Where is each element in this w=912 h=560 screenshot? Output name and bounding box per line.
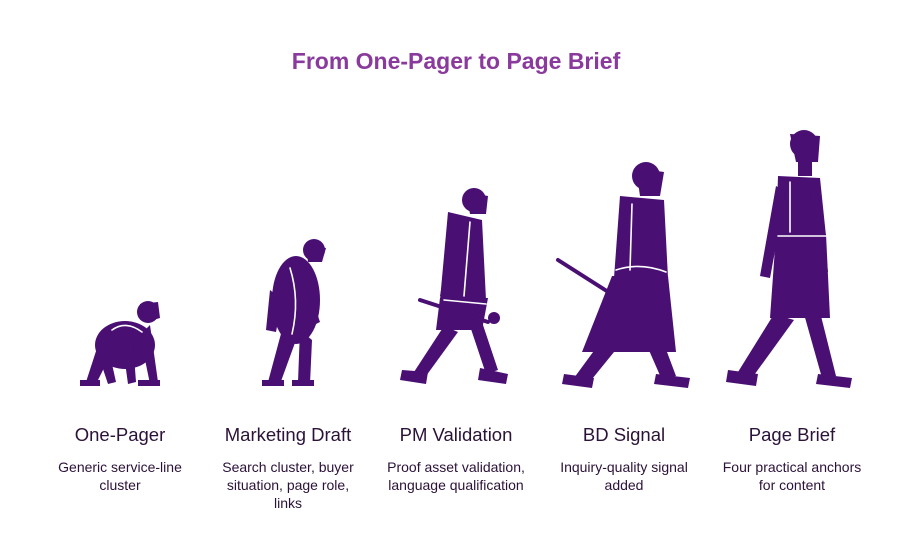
stage-pm-validation: PM Validation Proof asset validation, la… [376, 424, 536, 494]
stage-description: Search cluster, buyer situation, page ro… [222, 459, 354, 511]
stage-title: PM Validation [399, 424, 513, 445]
stage-title: Page Brief [748, 424, 836, 445]
stage-description: Proof asset validation, language qualifi… [387, 459, 525, 493]
stage-description: Four practical anchors for content [722, 459, 862, 493]
caveman-with-spear-icon [556, 162, 690, 388]
stage-title: One-Pager [74, 424, 166, 445]
stage-one-pager: One-Pager Generic service-line cluster [40, 424, 200, 494]
stage-description: Generic service-line cluster [58, 459, 182, 493]
stage-title: Marketing Draft [224, 424, 352, 445]
ape-figure-icon [80, 301, 160, 386]
diagram-title: From One-Pager to Page Brief [291, 48, 621, 74]
chimp-figure-icon [262, 239, 326, 386]
evolution-figures [80, 130, 852, 388]
stage-page-brief: Page Brief Four practical anchors for co… [712, 424, 872, 494]
modern-human-figure-icon [726, 130, 852, 388]
stage-description: Inquiry-quality signal added [560, 459, 688, 493]
early-human-figure-icon [400, 188, 508, 384]
stage-title: BD Signal [582, 424, 666, 445]
stage-bd-signal: BD Signal Inquiry-quality signal added [544, 424, 704, 494]
stage-marketing-draft: Marketing Draft Search cluster, buyer si… [208, 424, 368, 512]
